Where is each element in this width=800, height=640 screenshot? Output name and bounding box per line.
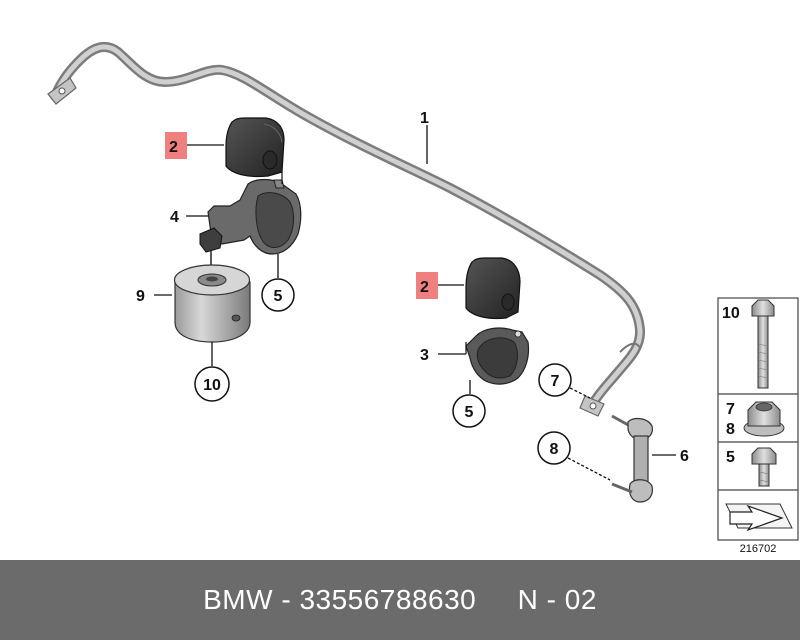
callout-6: 6 bbox=[680, 448, 689, 465]
stabilizer-link bbox=[611, 414, 653, 503]
leader-line bbox=[567, 457, 611, 481]
bracket-upper bbox=[199, 172, 302, 255]
footer-part-number: 33556788630 bbox=[299, 584, 477, 615]
legend-label-5: 5 bbox=[726, 449, 735, 466]
long-bolt-icon bbox=[751, 299, 775, 389]
highlight-box bbox=[416, 272, 438, 299]
direction-arrow-icon bbox=[725, 503, 793, 532]
callout-8: 8 bbox=[550, 441, 559, 458]
short-bolt-icon bbox=[751, 447, 777, 487]
callout-1: 1 bbox=[420, 110, 429, 127]
callout-3: 3 bbox=[420, 347, 429, 364]
legend-label-7: 7 bbox=[726, 401, 735, 418]
rubber-mount-lower bbox=[465, 257, 521, 320]
footer-code: N - 02 bbox=[517, 584, 597, 615]
rubber-mount-upper bbox=[225, 117, 285, 178]
callout-5-lower: 5 bbox=[465, 404, 474, 421]
callout-circle bbox=[452, 394, 486, 428]
callout-circle bbox=[537, 431, 571, 465]
callout-2-lower: 2 bbox=[420, 279, 429, 296]
callout-circle bbox=[261, 278, 295, 312]
callout-circle bbox=[538, 363, 572, 397]
callout-10: 10 bbox=[203, 377, 221, 394]
leader-line bbox=[569, 387, 591, 399]
callout-5-upper: 5 bbox=[274, 288, 283, 305]
parts-legend: 10 7 8 5 bbox=[717, 297, 799, 541]
callout-4: 4 bbox=[170, 209, 179, 226]
callout-9: 9 bbox=[136, 288, 145, 305]
legend-label-8: 8 bbox=[726, 421, 735, 438]
parts-diagram: 1 2 4 5 9 10 2 bbox=[47, 41, 799, 555]
legend-label-10: 10 bbox=[722, 305, 740, 322]
footer-bar: BMW - 33556788630 N - 02 bbox=[0, 560, 800, 640]
footer-brand: BMW bbox=[203, 584, 274, 615]
diagram-id: 216702 bbox=[740, 543, 777, 555]
mount-cylinder bbox=[173, 264, 251, 343]
bracket-lower bbox=[465, 327, 530, 385]
footer-gap bbox=[476, 584, 517, 616]
flange-nut-icon bbox=[743, 401, 785, 437]
stabilizer-bar bbox=[47, 41, 645, 417]
callout-circle bbox=[194, 366, 230, 402]
footer-separator: - bbox=[273, 584, 300, 615]
highlight-box bbox=[165, 132, 187, 159]
callout-2-upper: 2 bbox=[169, 139, 178, 156]
callout-7: 7 bbox=[551, 373, 560, 390]
